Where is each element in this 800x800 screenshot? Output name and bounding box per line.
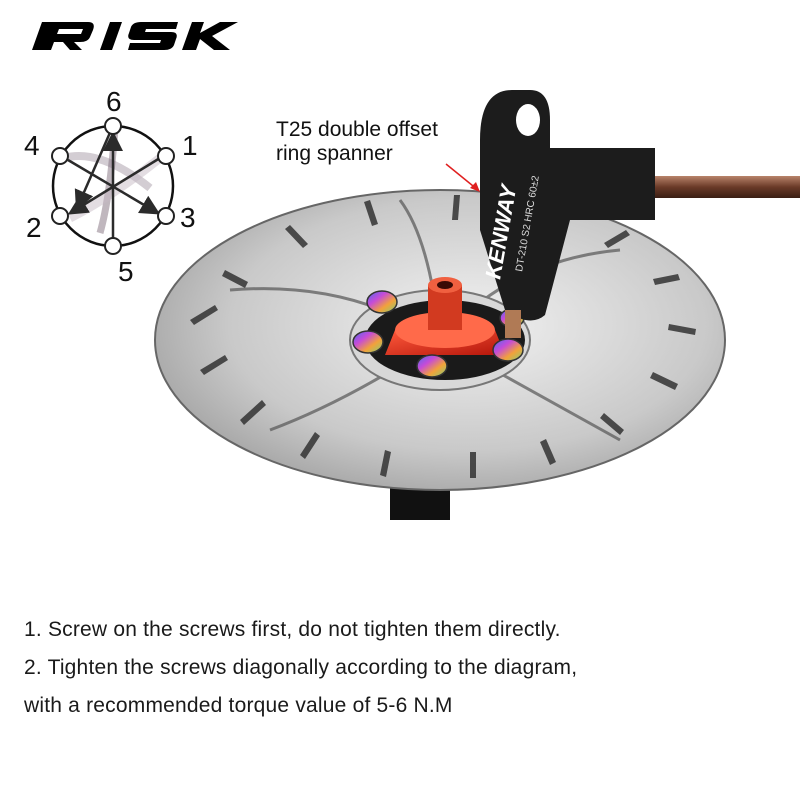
label-3: 3 <box>180 202 196 233</box>
bolt <box>416 354 448 378</box>
installation-instructions: 1. Screw on the screws first, do not tig… <box>24 618 577 732</box>
label-1: 1 <box>182 130 198 161</box>
bolt-position-1 <box>157 147 175 165</box>
label-2: 2 <box>26 212 42 243</box>
bolt-position-6 <box>104 117 122 135</box>
instruction-step-2-continued: with a recommended torque value of 5-6 N… <box>24 694 453 717</box>
callout-line-1: T25 double offset <box>276 118 438 141</box>
rotor-cutouts <box>190 195 696 478</box>
rotor-bolts <box>352 290 525 378</box>
bolt-position-3 <box>157 207 175 225</box>
bolt <box>492 338 524 362</box>
callout-line-2: ring spanner <box>276 142 393 165</box>
star-pattern <box>51 117 175 255</box>
t25-wrench: KENWAY DT-210 S2 HRC 60±2 <box>480 90 800 338</box>
bolt-position-4 <box>51 147 69 165</box>
bolt <box>366 290 398 314</box>
label-4: 4 <box>24 130 40 161</box>
bolt-position-2 <box>51 207 69 225</box>
risk-logo <box>32 22 238 50</box>
instruction-step-2: 2. Tighten the screws diagonally accordi… <box>24 656 578 679</box>
tightening-sequence-diagram: 6 1 3 5 2 4 <box>20 86 220 288</box>
tool-callout: T25 double offset ring spanner <box>276 118 438 166</box>
label-5: 5 <box>118 256 134 287</box>
label-6: 6 <box>106 86 122 117</box>
arrow-6-to-2 <box>74 127 114 211</box>
arrow-4-to-3 <box>67 158 161 215</box>
rotor-install-photo: KENWAY DT-210 S2 HRC 60±2 <box>154 90 800 520</box>
wrench-handle <box>480 90 655 321</box>
bolt <box>352 330 384 354</box>
instruction-step-1: 1. Screw on the screws first, do not tig… <box>24 618 561 641</box>
wrench-shaft <box>650 176 800 198</box>
callout-arrow <box>445 163 480 192</box>
bolt-position-5 <box>104 237 122 255</box>
